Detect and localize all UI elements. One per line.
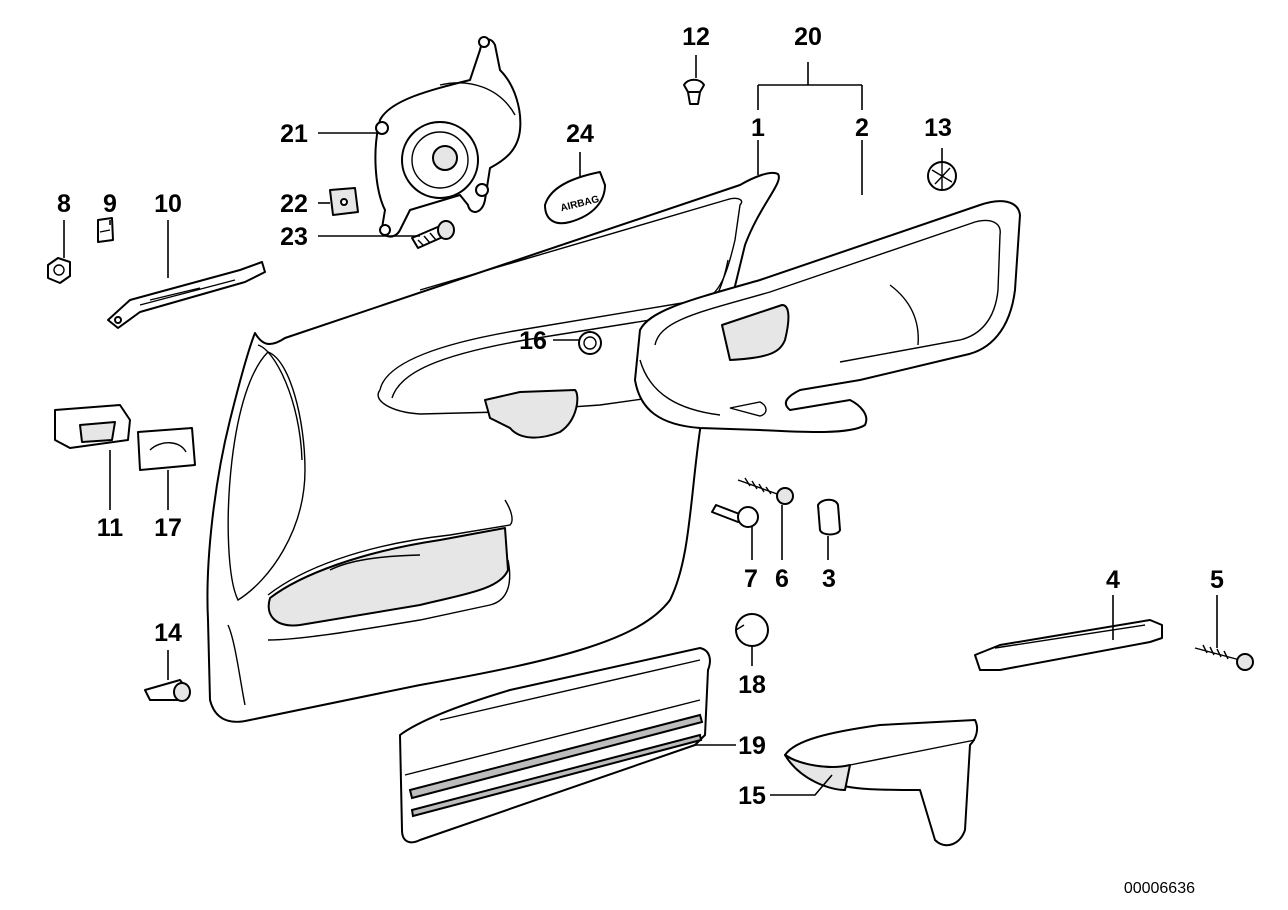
callout-13: 13 [924, 114, 952, 142]
callout-10: 10 [154, 190, 182, 218]
callout-8: 8 [57, 190, 71, 218]
callout-15: 15 [738, 782, 766, 810]
callout-7: 7 [744, 565, 758, 593]
bolt-part [411, 220, 455, 249]
callout-18: 18 [738, 671, 766, 699]
nut-part [47, 257, 71, 284]
door-panel-part [206, 172, 780, 723]
callout-14: 14 [154, 619, 182, 647]
callout-24: 24 [566, 120, 594, 148]
cover-part [137, 427, 196, 471]
reference-number: 00006636 [1124, 880, 1195, 897]
callout-1: 1 [751, 114, 765, 142]
callout-9: 9 [103, 190, 117, 218]
plug-lower-part [144, 679, 191, 702]
holder-part [54, 404, 131, 449]
callout-2: 2 [855, 114, 869, 142]
bracket-part [107, 261, 266, 329]
armrest-part [784, 719, 979, 847]
callout-3: 3 [822, 565, 836, 593]
round-cap-part [735, 613, 769, 647]
cap-part [817, 498, 841, 536]
callout-4: 4 [1106, 566, 1120, 594]
door-pocket-part [399, 647, 711, 844]
callout-21: 21 [280, 120, 308, 148]
callout-23: 23 [280, 223, 308, 251]
expanding-rivet-part [683, 78, 705, 105]
screw-part [737, 477, 794, 505]
plug-part [578, 331, 602, 355]
round-clip-part [927, 161, 957, 191]
bolt-short-part [711, 504, 759, 528]
leader-lines [63, 55, 1218, 796]
callout-6: 6 [775, 565, 789, 593]
callout-16: 16 [519, 327, 547, 355]
callout-12: 12 [682, 23, 710, 51]
callout-20: 20 [794, 23, 822, 51]
callout-22: 22 [280, 190, 308, 218]
clip-part [329, 187, 359, 216]
armrest-trim-panel-part [634, 200, 1021, 434]
grab-handle-part [974, 619, 1163, 671]
callout-11: 11 [97, 514, 124, 542]
airbag-badge-part: AIRBAG [544, 171, 606, 225]
speaker-part [374, 36, 522, 238]
callout-labels: 1 2 3 4 5 6 7 8 9 10 11 12 13 14 15 16 1… [57, 23, 1224, 810]
screw-long-part [1194, 644, 1254, 671]
callout-17: 17 [154, 514, 182, 542]
callout-5: 5 [1210, 566, 1224, 594]
callout-19: 19 [738, 732, 766, 760]
